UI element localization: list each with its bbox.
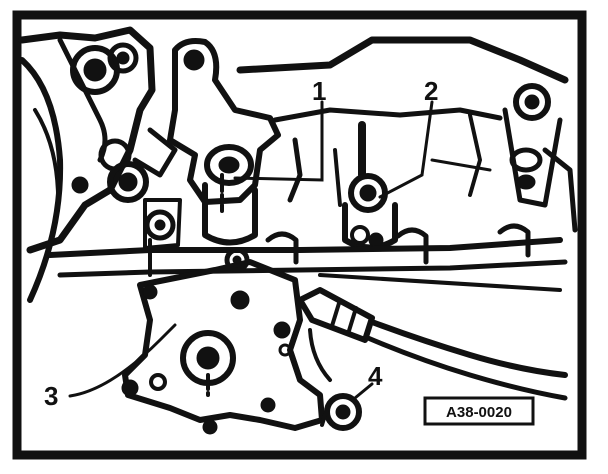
transmission-housing-left [18,26,182,303]
leader-line-2b [430,158,492,172]
callout-1: 1 [312,76,326,106]
switch-connector-cable [297,287,568,401]
reference-code-box [423,396,535,426]
callout-2: 2 [424,76,438,106]
leader-line-3 [68,323,177,398]
callout-4: 4 [368,361,383,391]
leader-lines [68,100,492,400]
reference-code: A38-0020 [446,404,512,421]
valve-body-rail [47,223,568,292]
retaining-screw [320,393,362,431]
switch-plate [121,247,325,435]
upper-casting-beam [236,36,578,233]
leader-line-2 [378,100,434,199]
upper-lever-bracket [132,38,281,246]
leader-line-4 [353,382,374,400]
callout-3: 3 [44,381,58,411]
leader-line-1 [233,100,324,182]
illustration-frame [12,10,587,460]
